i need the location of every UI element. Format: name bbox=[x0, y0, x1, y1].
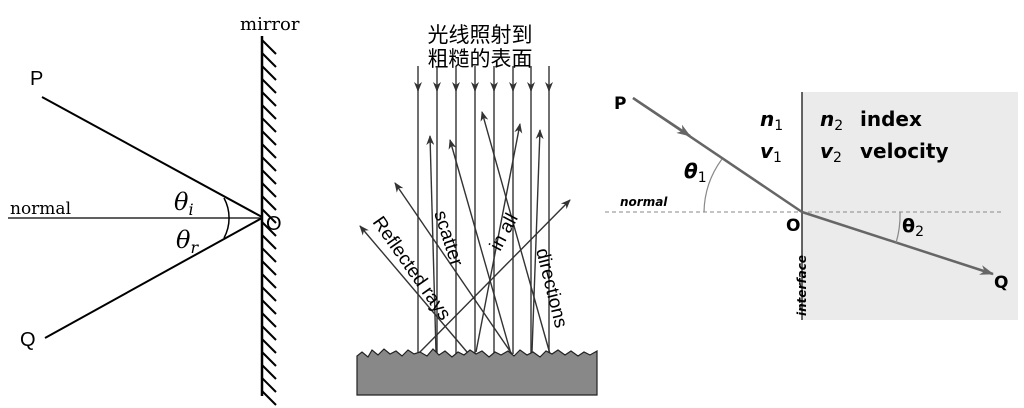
v2-label: v2 bbox=[820, 139, 842, 166]
n2-label: n2 bbox=[820, 107, 843, 134]
refraction-panel: P Q O normal interface n1 v1 n2 v2 index… bbox=[605, 92, 1018, 320]
point-p: P bbox=[30, 68, 43, 90]
hatch-line bbox=[261, 195, 277, 211]
refracted-ray bbox=[801, 210, 994, 276]
hatch-line bbox=[261, 338, 277, 354]
point-q: Q bbox=[20, 329, 36, 351]
label-in-all: in all bbox=[486, 210, 523, 254]
scattered-ray bbox=[417, 199, 571, 355]
hatch-line bbox=[261, 299, 277, 315]
incident-arrow bbox=[632, 96, 691, 138]
n1-label: n1 bbox=[760, 107, 783, 134]
point-o: O bbox=[266, 213, 282, 235]
specular-reflection-panel: mirror normal P Q O θi θr bbox=[8, 14, 300, 406]
scattered-ray bbox=[475, 123, 523, 353]
hatch-line bbox=[261, 390, 277, 406]
hatch-line bbox=[261, 221, 277, 237]
incident-ray bbox=[41, 96, 263, 218]
theta1-label: θ1 bbox=[684, 159, 707, 186]
hatch-line bbox=[261, 65, 277, 81]
point-q: Q bbox=[994, 273, 1008, 293]
label-scatter: scatter bbox=[429, 208, 467, 269]
hatch-line bbox=[261, 234, 277, 250]
hatch-line bbox=[261, 312, 277, 328]
hatch-line bbox=[261, 351, 277, 367]
hatch-line bbox=[261, 325, 277, 341]
hatch-line bbox=[261, 182, 277, 198]
scattered-ray bbox=[359, 225, 468, 353]
hatch-line bbox=[261, 169, 277, 185]
theta2-arc bbox=[895, 211, 901, 244]
hatch-line bbox=[261, 364, 277, 380]
hatch-line bbox=[261, 286, 277, 302]
title-line-1: 光线照射到 bbox=[428, 23, 533, 47]
hatch-line bbox=[261, 247, 277, 263]
theta-i-label: θi bbox=[174, 188, 194, 219]
hatch-line bbox=[261, 260, 277, 276]
angle-arc bbox=[223, 197, 230, 239]
title-line-2: 粗糙的表面 bbox=[428, 47, 533, 71]
reflected-ray bbox=[44, 217, 263, 339]
theta1-arc bbox=[703, 158, 723, 213]
rough-surface bbox=[356, 348, 598, 396]
theta-r-label: θr bbox=[176, 226, 199, 257]
theta2-label: θ2 bbox=[902, 215, 924, 240]
hatch-line bbox=[261, 39, 277, 55]
scattered-ray bbox=[448, 139, 512, 355]
interface-label: interface bbox=[795, 255, 809, 316]
hatch-line bbox=[261, 273, 277, 289]
point-o: O bbox=[786, 216, 800, 236]
hatch-line bbox=[261, 52, 277, 68]
velocity-label: velocity bbox=[860, 139, 949, 163]
hatch-line bbox=[261, 143, 277, 159]
normal-label: normal bbox=[620, 195, 668, 209]
hatch-line bbox=[261, 78, 277, 94]
hatch-line bbox=[261, 104, 277, 120]
point-p: P bbox=[614, 94, 626, 114]
rays bbox=[359, 66, 571, 355]
mirror-label: mirror bbox=[240, 14, 300, 35]
hatch-line bbox=[261, 377, 277, 393]
diffuse-reflection-panel: 光线照射到 粗糙的表面 Reflected rays scatter in al… bbox=[356, 23, 598, 396]
scattered-ray bbox=[480, 111, 551, 355]
v1-label: v1 bbox=[760, 139, 782, 166]
index-label: index bbox=[860, 107, 922, 131]
hatch-line bbox=[261, 130, 277, 146]
hatch-line bbox=[261, 91, 277, 107]
mirror-hatching bbox=[261, 39, 277, 406]
hatch-line bbox=[261, 117, 277, 133]
scattered-ray bbox=[426, 135, 437, 353]
scattered-ray bbox=[394, 182, 513, 355]
hatch-line bbox=[261, 208, 277, 224]
medium-2 bbox=[802, 92, 1018, 320]
hatch-line bbox=[261, 156, 277, 172]
label-directions: directions bbox=[531, 246, 571, 330]
normal-label: normal bbox=[10, 199, 71, 219]
scattered-ray bbox=[531, 129, 544, 353]
